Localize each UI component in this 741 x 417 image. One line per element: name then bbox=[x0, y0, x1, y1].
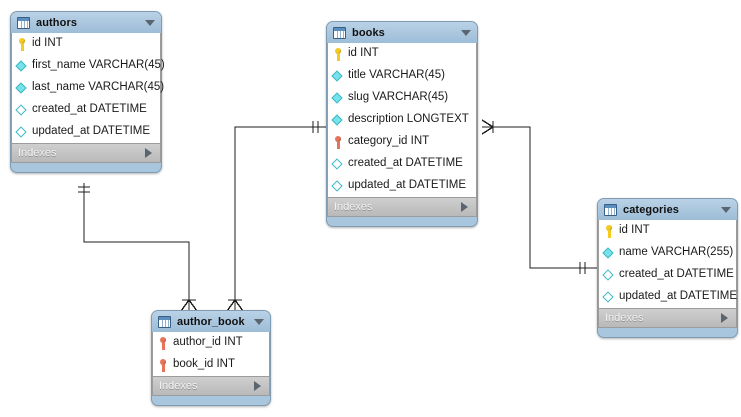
field-label: first_name VARCHAR(45) bbox=[32, 59, 165, 72]
relationship-books-author_book[interactable] bbox=[226, 121, 326, 312]
table-header-author_book[interactable]: author_book bbox=[152, 311, 270, 332]
field-label: updated_at DATETIME bbox=[619, 290, 738, 303]
field-row[interactable]: updated_at DATETIME bbox=[12, 121, 160, 143]
chevron-down-icon[interactable] bbox=[461, 29, 471, 36]
field-label: id INT bbox=[619, 224, 650, 237]
field-label: id INT bbox=[32, 37, 63, 50]
diamond-filled-icon bbox=[603, 247, 615, 260]
field-row[interactable]: name VARCHAR(255) bbox=[599, 242, 736, 264]
field-row[interactable]: created_at DATETIME bbox=[328, 153, 476, 175]
diamond-filled-icon bbox=[16, 60, 28, 73]
chevron-right-icon[interactable] bbox=[721, 313, 728, 323]
field-label: description LONGTEXT bbox=[348, 113, 469, 126]
field-label: book_id INT bbox=[173, 358, 236, 371]
table-icon bbox=[333, 26, 346, 39]
chevron-down-icon[interactable] bbox=[145, 19, 155, 26]
diamond-filled-icon bbox=[332, 92, 344, 105]
field-row[interactable]: description LONGTEXT bbox=[328, 109, 476, 131]
indexes-section-books[interactable]: Indexes bbox=[327, 198, 477, 217]
relationship-authors-author_book[interactable] bbox=[78, 183, 198, 312]
relationship-categories-books[interactable] bbox=[481, 119, 597, 274]
field-row[interactable]: id INT bbox=[599, 220, 736, 242]
diamond-hollow-icon bbox=[332, 180, 344, 193]
field-row[interactable]: book_id INT bbox=[153, 354, 269, 376]
field-row[interactable]: updated_at DATETIME bbox=[599, 286, 738, 308]
key-primary-icon bbox=[332, 47, 344, 61]
field-label: name VARCHAR(255) bbox=[619, 246, 734, 259]
field-row[interactable]: id INT bbox=[328, 43, 476, 65]
field-label: created_at DATETIME bbox=[32, 103, 147, 116]
field-row[interactable]: last_name VARCHAR(45) bbox=[12, 77, 164, 99]
diamond-filled-icon bbox=[332, 70, 344, 83]
table-fields-authors: id INT first_name VARCHAR(45) last_name VA… bbox=[11, 33, 165, 144]
indexes-label: Indexes bbox=[159, 380, 198, 392]
table-name-label: books bbox=[352, 26, 385, 39]
table-author_book[interactable]: author_book author_id INT book_id INT Index… bbox=[151, 310, 271, 406]
indexes-label: Indexes bbox=[18, 147, 57, 159]
field-label: author_id INT bbox=[173, 336, 243, 349]
table-icon bbox=[158, 315, 171, 328]
diamond-filled-icon bbox=[16, 82, 28, 95]
key-foreign-icon bbox=[157, 336, 169, 350]
table-fields-books: id INT title VARCHAR(45) slug VARCHAR(45) d… bbox=[327, 43, 477, 198]
key-primary-icon bbox=[603, 224, 615, 238]
field-row[interactable]: category_id INT bbox=[328, 131, 476, 153]
field-label: updated_at DATETIME bbox=[348, 179, 467, 192]
table-icon bbox=[17, 16, 30, 29]
indexes-section-authors[interactable]: Indexes bbox=[11, 144, 161, 163]
key-primary-icon bbox=[16, 37, 28, 51]
table-header-authors[interactable]: authors bbox=[11, 12, 161, 33]
diamond-hollow-icon bbox=[16, 126, 28, 139]
indexes-section-categories[interactable]: Indexes bbox=[598, 309, 737, 328]
field-row[interactable]: updated_at DATETIME bbox=[328, 175, 476, 197]
field-row[interactable]: created_at DATETIME bbox=[12, 99, 160, 121]
chevron-right-icon[interactable] bbox=[254, 381, 261, 391]
field-row[interactable]: title VARCHAR(45) bbox=[328, 65, 476, 87]
diamond-hollow-icon bbox=[332, 158, 344, 171]
field-label: created_at DATETIME bbox=[348, 157, 463, 170]
field-label: id INT bbox=[348, 47, 379, 60]
indexes-label: Indexes bbox=[334, 201, 373, 213]
table-header-categories[interactable]: categories bbox=[598, 199, 737, 220]
field-row[interactable]: id INT bbox=[12, 33, 160, 55]
table-header-books[interactable]: books bbox=[327, 22, 477, 43]
field-row[interactable]: first_name VARCHAR(45) bbox=[12, 55, 165, 77]
key-foreign-icon bbox=[332, 135, 344, 149]
chevron-down-icon[interactable] bbox=[254, 318, 264, 325]
diamond-hollow-icon bbox=[603, 291, 615, 304]
field-label: created_at DATETIME bbox=[619, 268, 734, 281]
table-name-label: author_book bbox=[177, 315, 245, 328]
field-label: last_name VARCHAR(45) bbox=[32, 81, 165, 94]
field-row[interactable]: created_at DATETIME bbox=[599, 264, 736, 286]
key-foreign-icon bbox=[157, 358, 169, 372]
chevron-right-icon[interactable] bbox=[145, 148, 152, 158]
table-icon bbox=[604, 203, 617, 216]
chevron-down-icon[interactable] bbox=[721, 206, 731, 213]
table-books[interactable]: books id INT title VARCHAR(45) slug VARCHAR… bbox=[326, 21, 478, 227]
indexes-label: Indexes bbox=[605, 312, 644, 324]
table-authors[interactable]: authors id INT first_name VARCHAR(45) last_… bbox=[10, 11, 165, 173]
field-row[interactable]: slug VARCHAR(45) bbox=[328, 87, 476, 109]
diamond-filled-icon bbox=[332, 114, 344, 127]
indexes-section-author_book[interactable]: Indexes bbox=[152, 377, 270, 396]
table-categories[interactable]: categories id INT name VARCHAR(255) created… bbox=[597, 198, 738, 338]
table-name-label: authors bbox=[36, 16, 78, 29]
field-label: slug VARCHAR(45) bbox=[348, 91, 449, 104]
table-name-label: categories bbox=[623, 203, 680, 216]
table-fields-author_book: author_id INT book_id INT bbox=[152, 332, 270, 377]
diamond-hollow-icon bbox=[16, 104, 28, 117]
field-label: category_id INT bbox=[348, 135, 430, 148]
field-label: updated_at DATETIME bbox=[32, 125, 151, 138]
field-row[interactable]: author_id INT bbox=[153, 332, 269, 354]
diamond-hollow-icon bbox=[603, 269, 615, 282]
table-fields-categories: id INT name VARCHAR(255) created_at DATETI… bbox=[598, 220, 737, 309]
field-label: title VARCHAR(45) bbox=[348, 69, 445, 82]
chevron-right-icon[interactable] bbox=[461, 202, 468, 212]
